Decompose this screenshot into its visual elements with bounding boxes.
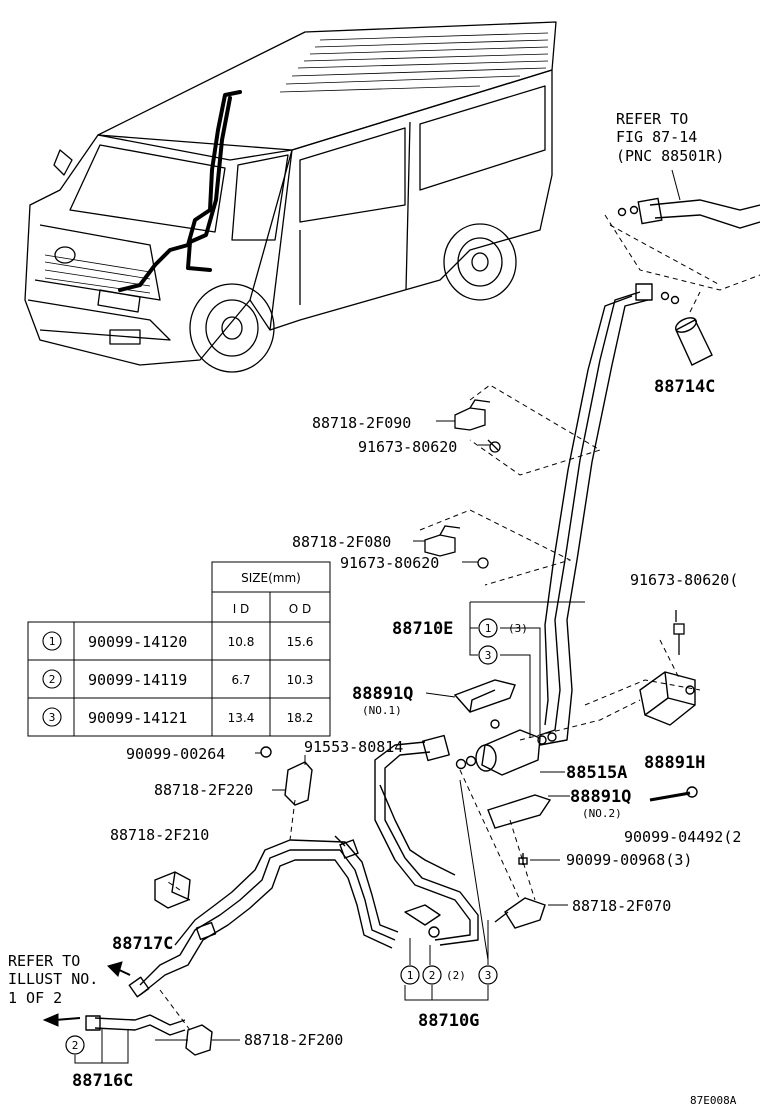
part-88891H bbox=[639, 671, 696, 726]
label-88718-2F210: 88718-2F210 bbox=[110, 826, 209, 844]
part-88891Q-no1 bbox=[453, 679, 516, 729]
callout-3-88710G: 3 bbox=[478, 965, 498, 985]
part-88891Q-no2 bbox=[487, 786, 698, 865]
refer-left-line1: REFER TO bbox=[8, 952, 80, 970]
label-91673-80620-a: 91673-80620 bbox=[358, 438, 457, 456]
figure-code: 87E008A bbox=[690, 1094, 737, 1107]
table-col-id: I D bbox=[233, 602, 250, 616]
tube-88717C bbox=[128, 839, 399, 998]
part-88515A-valve bbox=[455, 729, 541, 776]
label-88710G: 88710G bbox=[418, 1011, 479, 1031]
label-90099-00264: 90099-00264 bbox=[126, 745, 225, 763]
label-88891Q-no2: 88891Q bbox=[570, 787, 631, 807]
label-88716C: 88716C bbox=[72, 1071, 133, 1091]
bolt-91673-80620-right bbox=[673, 610, 685, 655]
callout-2-88710G: 2 bbox=[422, 965, 442, 985]
label-88891Q-no2-sub: (NO.2) bbox=[582, 807, 622, 820]
callout-3-88710E-text: 3 bbox=[485, 649, 492, 662]
callout-1-88710E: 1 bbox=[478, 618, 498, 638]
label-88717C: 88717C bbox=[112, 934, 173, 954]
table-row-id: 10.8 bbox=[228, 635, 255, 649]
label-88718-2F220: 88718-2F220 bbox=[154, 781, 253, 799]
upper-hose bbox=[617, 197, 760, 229]
label-qty2-88710G: (2) bbox=[446, 969, 466, 982]
tube-88710E bbox=[537, 283, 680, 746]
label-88710E: 88710E bbox=[392, 619, 453, 639]
label-88718-2F070: 88718-2F070 bbox=[572, 897, 671, 915]
table-row-mark: 3 bbox=[49, 711, 56, 724]
table-col-od: O D bbox=[289, 602, 312, 616]
bracket-88718-2F210 bbox=[154, 871, 191, 909]
label-88718-2F080: 88718-2F080 bbox=[292, 533, 391, 551]
refer-left-line3: 1 OF 2 bbox=[8, 989, 62, 1007]
label-90099-00968: 90099-00968(3) bbox=[566, 851, 692, 869]
label-91553-80814: 91553-80814 bbox=[304, 738, 403, 756]
tube-88716C bbox=[85, 1014, 186, 1036]
table-row-od: 18.2 bbox=[287, 711, 314, 725]
label-91673-80620-c: 91673-80620( bbox=[630, 571, 738, 589]
refer-top-line3: (PNC 88501R) bbox=[616, 147, 724, 165]
table-row: 1 90099-14120 10.8 15.6 bbox=[42, 631, 314, 651]
van-ac-lines bbox=[118, 90, 242, 292]
callout-1-88710G: 1 bbox=[400, 965, 420, 985]
refer-top-line1: REFER TO bbox=[616, 110, 688, 128]
leader-lines bbox=[74, 169, 681, 1064]
refer-note-left: REFER TO ILLUST NO. 1 OF 2 bbox=[8, 952, 98, 1007]
label-91673-80620-b: 91673-80620 bbox=[340, 554, 439, 572]
table-row-od: 10.3 bbox=[287, 673, 314, 687]
label-88891Q-no1: 88891Q bbox=[352, 684, 413, 704]
tube-88710G bbox=[374, 734, 479, 946]
refer-top-line2: FIG 87-14 bbox=[616, 128, 697, 146]
table-row: 3 90099-14121 13.4 18.2 bbox=[42, 707, 314, 727]
clamp-88718-2F070 bbox=[494, 897, 546, 929]
table-row: 2 90099-14119 6.7 10.3 bbox=[42, 669, 314, 689]
table-size-header: SIZE(mm) bbox=[241, 571, 301, 585]
bracket-88718-2F090 bbox=[454, 399, 501, 453]
table-row-od: 15.6 bbox=[287, 635, 314, 649]
label-qty3-88710E: (3) bbox=[508, 622, 528, 635]
label-88891H: 88891H bbox=[644, 753, 705, 773]
callout-2-88710G-text: 2 bbox=[429, 969, 436, 982]
callout-1-88710E-text: 1 bbox=[485, 622, 492, 635]
callout-3-88710E: 3 bbox=[478, 645, 498, 665]
table-row-part-no: 90099-14121 bbox=[88, 709, 187, 727]
table-row-mark: 2 bbox=[49, 673, 56, 686]
van-illustration bbox=[24, 21, 557, 373]
refer-left-line2: ILLUST NO. bbox=[8, 970, 98, 988]
bracket-88718-2F200 bbox=[185, 1024, 213, 1056]
label-88515A: 88515A bbox=[566, 763, 627, 783]
refer-arrows bbox=[42, 961, 131, 1027]
label-90099-04492: 90099-04492(2 bbox=[624, 828, 741, 846]
bracket-88718-2F080 bbox=[424, 525, 489, 569]
label-88891Q-no1-sub: (NO.1) bbox=[362, 704, 402, 717]
callout-3-88710G-text: 3 bbox=[485, 969, 492, 982]
refer-note-top: REFER TO FIG 87-14 (PNC 88501R) bbox=[616, 110, 724, 165]
callout-1-88710G-text: 1 bbox=[407, 969, 414, 982]
table-row-mark: 1 bbox=[49, 635, 56, 648]
callout-2-88716C-text: 2 bbox=[72, 1039, 79, 1052]
table-row-id: 13.4 bbox=[228, 711, 255, 725]
table-row-part-no: 90099-14120 bbox=[88, 633, 187, 651]
label-88718-2F090: 88718-2F090 bbox=[312, 414, 411, 432]
oring-size-table: SIZE(mm) I D O D 1 90099-14120 10.8 15.6… bbox=[27, 561, 331, 737]
label-88714C: 88714C bbox=[654, 377, 715, 397]
table-row-part-no: 90099-14119 bbox=[88, 671, 187, 689]
label-88718-2F200: 88718-2F200 bbox=[244, 1031, 343, 1049]
part-88714C-sleeve bbox=[675, 317, 713, 366]
table-row-id: 6.7 bbox=[231, 673, 250, 687]
callout-2-88716C: 2 bbox=[65, 1035, 85, 1055]
